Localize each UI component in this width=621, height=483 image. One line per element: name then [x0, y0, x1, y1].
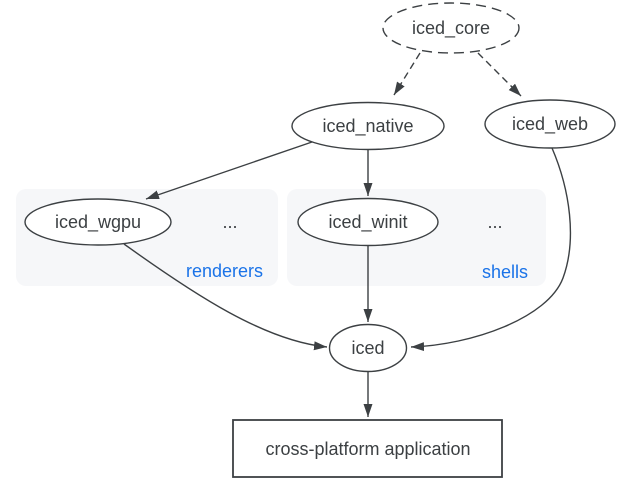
edge-iced-web-to-iced [410, 147, 572, 352]
node-iced-wgpu [24, 198, 172, 246]
edge-iced-core-to-iced-native [393, 52, 421, 96]
edge-iced-core-to-iced-web [477, 52, 522, 97]
node-label-iced-wgpu: iced_wgpu [55, 212, 141, 233]
shells-label: shells [482, 262, 528, 282]
edge-iced-wgpu-to-iced [123, 243, 328, 351]
edge-iced-native-to-iced-wgpu [145, 141, 313, 200]
node-iced-web [484, 99, 616, 149]
renderers-label: renderers [186, 261, 263, 281]
node-iced [328, 323, 408, 373]
node-label-application: cross-platform application [265, 439, 470, 459]
node-label-iced: iced [351, 338, 384, 358]
node-iced-core [382, 2, 520, 54]
shells-ellipsis: ... [487, 212, 502, 232]
renderers-ellipsis: ... [222, 212, 237, 232]
node-iced-winit [297, 197, 439, 247]
node-label-iced-web: iced_web [512, 114, 588, 135]
node-iced-native [291, 101, 445, 151]
node-label-iced-core: iced_core [412, 18, 490, 39]
node-label-iced-winit: iced_winit [328, 212, 407, 233]
node-label-iced-native: iced_native [322, 116, 413, 137]
node-application [232, 419, 503, 478]
